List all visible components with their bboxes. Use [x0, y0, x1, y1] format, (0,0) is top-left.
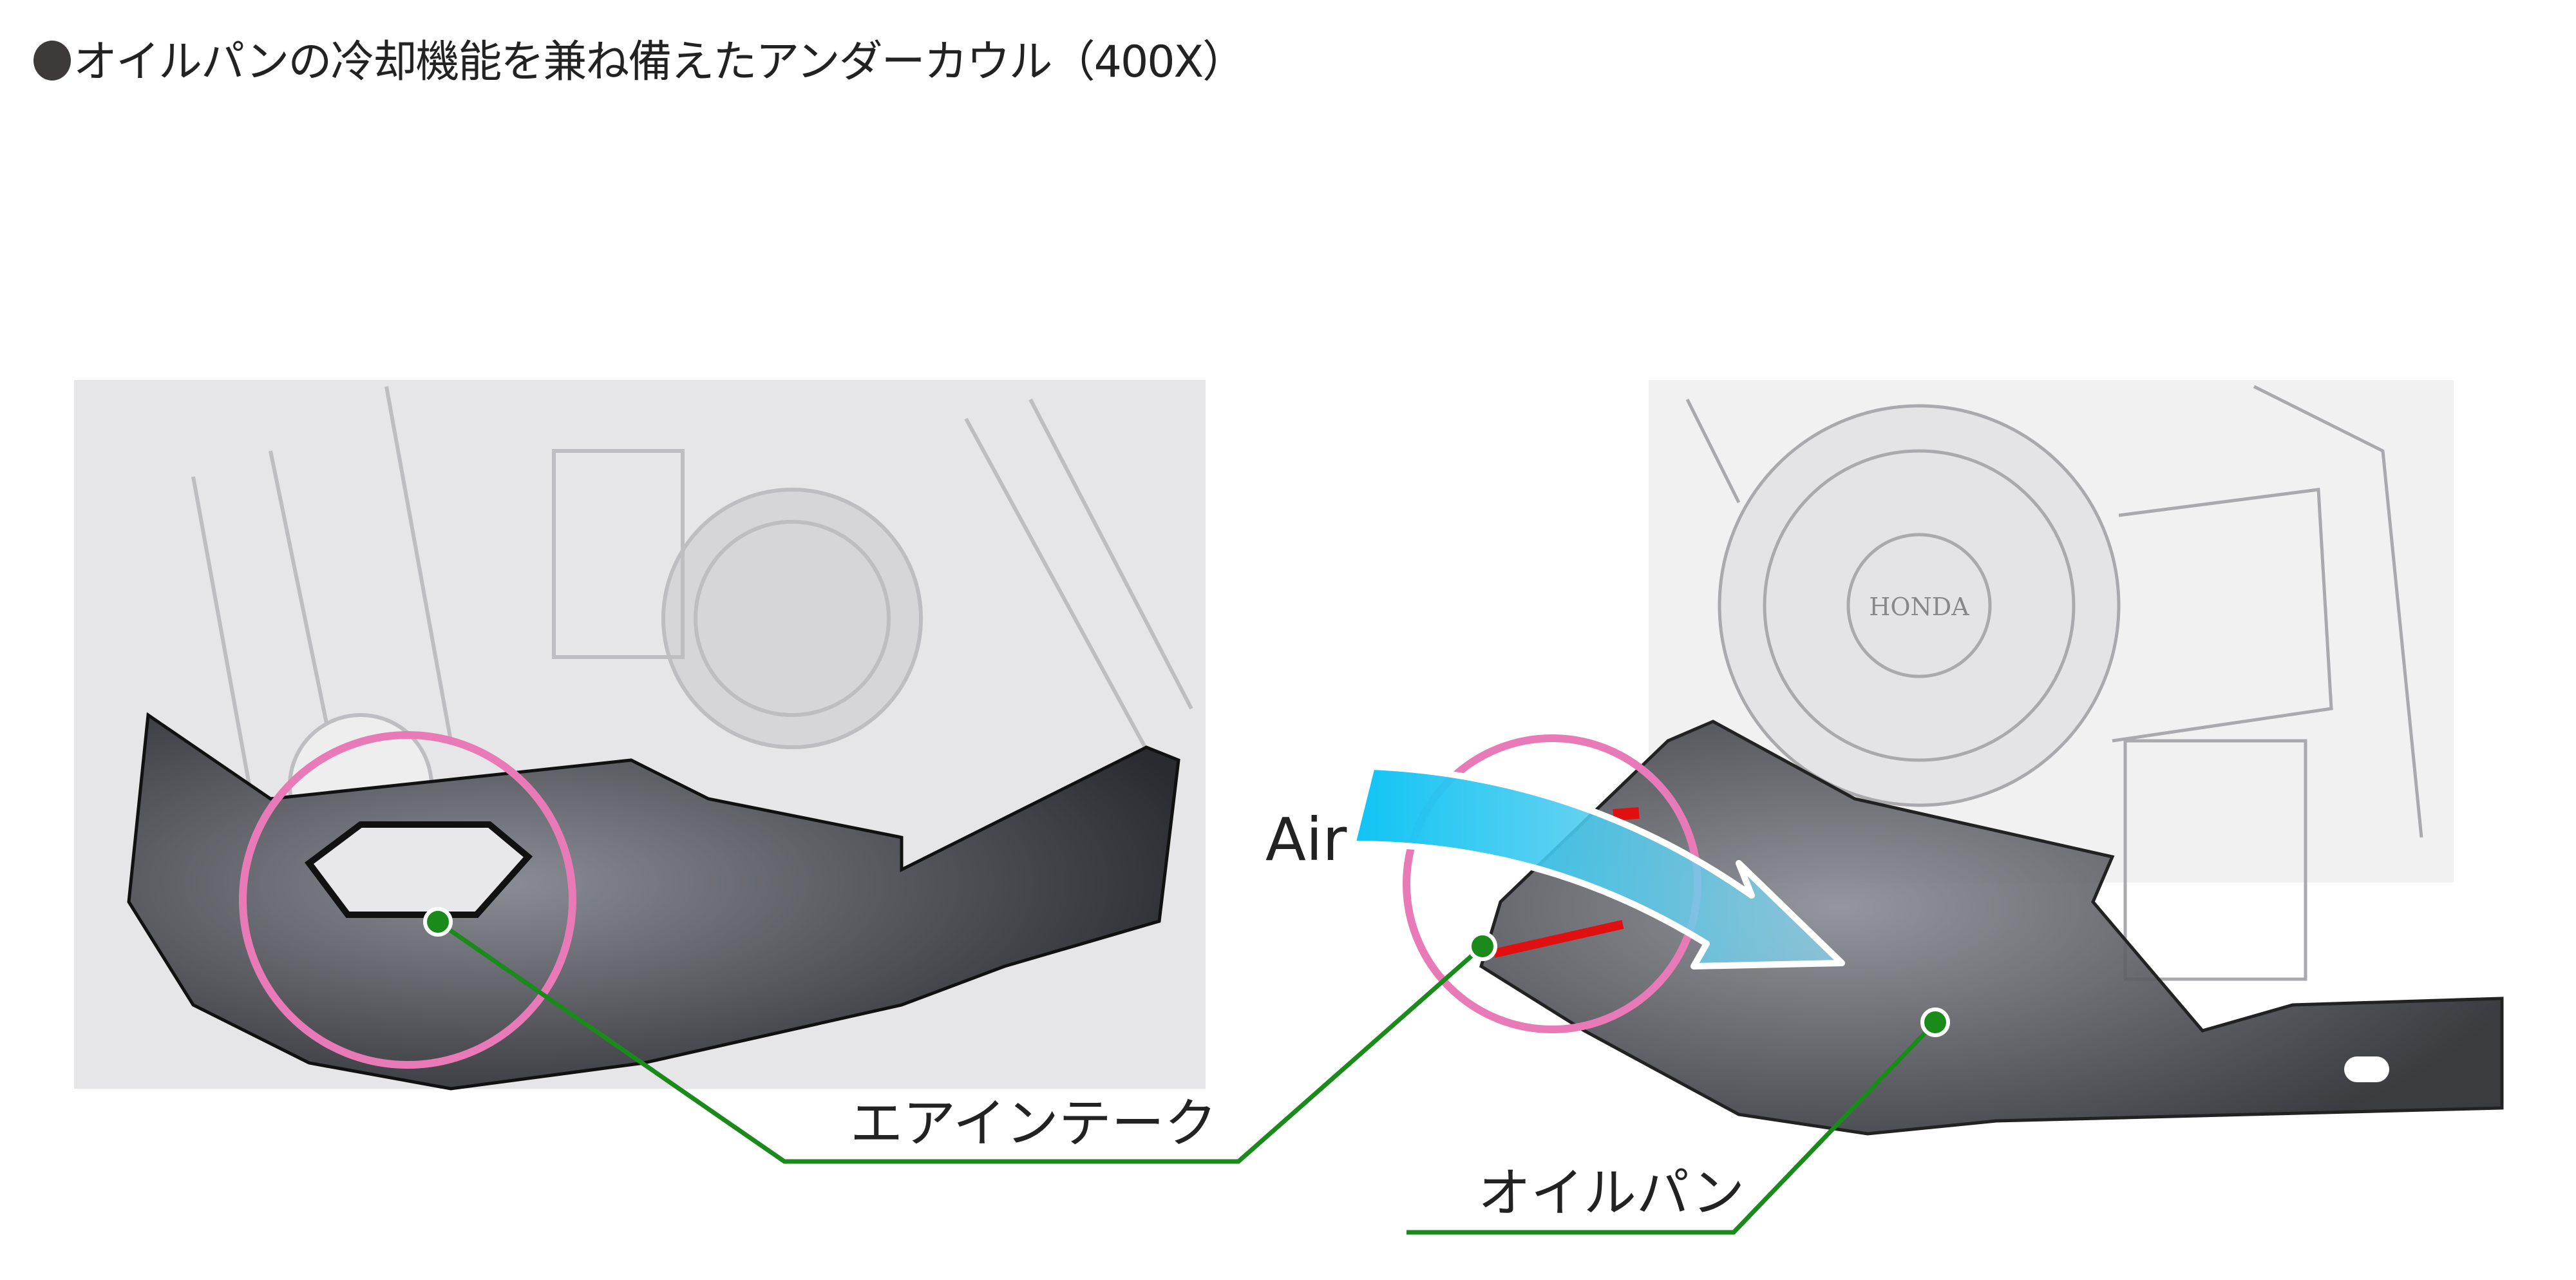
left-air-intake-opening	[305, 821, 533, 918]
bullet-icon	[33, 41, 71, 81]
air-flow-arrow	[1349, 763, 1845, 970]
air-intake-dot-left	[423, 907, 453, 937]
air-intake-label: エアインテーク	[850, 1093, 1217, 1154]
air-label: Air	[1265, 805, 1347, 874]
left-under-cowl	[127, 712, 1180, 1091]
title-text: オイルパンの冷却機能を兼ね備えたアンダーカウル（400X）	[73, 37, 1246, 88]
oil-pan-label: オイルパン	[1478, 1163, 1745, 1224]
right-engine-detail	[1685, 385, 2423, 981]
air-intake-callout	[437, 920, 1484, 1164]
oil-pan-callout	[1406, 1020, 1937, 1235]
intake-marker-bottom	[1493, 920, 1624, 958]
page-title: オイルパンの冷却機能を兼ね備えたアンダーカウル（400X）	[33, 26, 1246, 90]
honda-logo-text: HONDA	[1869, 593, 1969, 621]
intake-marker-top	[1613, 807, 1640, 821]
mount-hole	[2344, 1056, 2389, 1082]
left-bike-view	[74, 380, 1206, 1091]
oil-pan-cowl	[1479, 720, 2504, 1136]
air-intake-dot-right	[1468, 931, 1497, 961]
oil-pan-dot	[1920, 1008, 1950, 1037]
left-highlight-circle	[239, 731, 576, 1069]
right-engine-view: HONDA	[1349, 380, 2504, 1136]
